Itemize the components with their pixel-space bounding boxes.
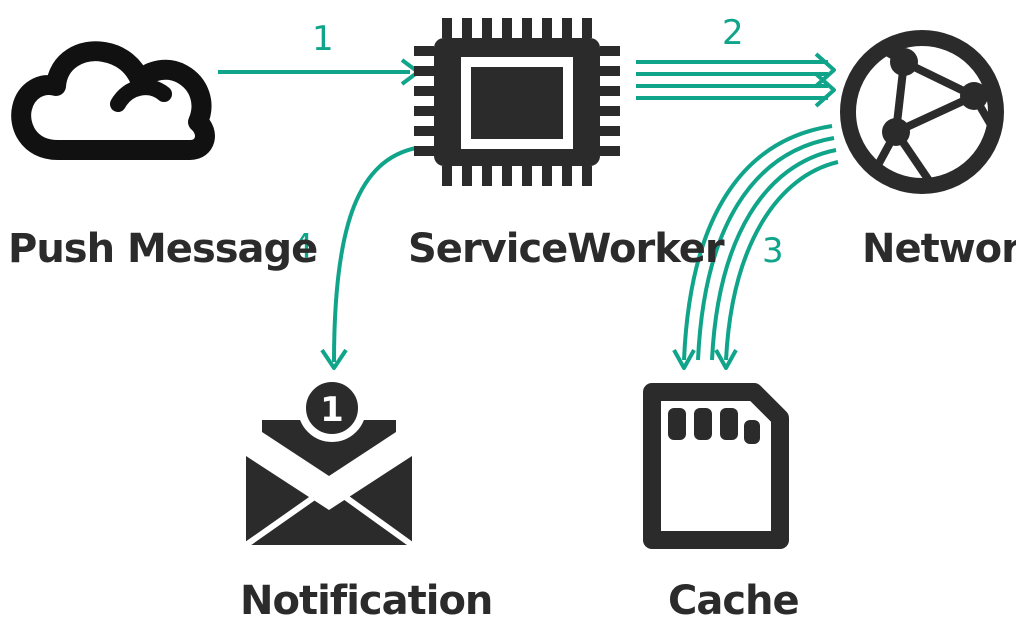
cpu-chip-icon: [414, 18, 620, 186]
envelope-badge-icon: 1: [244, 374, 414, 548]
step-label-1: 1: [312, 19, 334, 59]
arrow-push-to-serviceworker: [218, 58, 420, 86]
sd-card-icon: [643, 383, 789, 549]
notification-badge-count: 1: [320, 390, 344, 430]
step-label-2: 2: [722, 13, 744, 53]
globe-network-icon: [840, 30, 1004, 194]
arrow-network-to-cache: [672, 124, 839, 370]
push-message-label: Push Message: [8, 226, 317, 272]
notification-label: Notification: [240, 578, 492, 624]
cache-label: Cache: [668, 578, 799, 624]
arrow-serviceworker-to-notification: [320, 146, 417, 370]
network-label: Network: [862, 226, 1016, 272]
cloud-icon: [11, 41, 215, 160]
step-label-3: 3: [762, 231, 784, 271]
serviceworker-label: ServiceWorker: [408, 226, 725, 272]
step-label-4: 4: [292, 227, 314, 267]
arrow-serviceworker-to-network: [636, 52, 836, 108]
